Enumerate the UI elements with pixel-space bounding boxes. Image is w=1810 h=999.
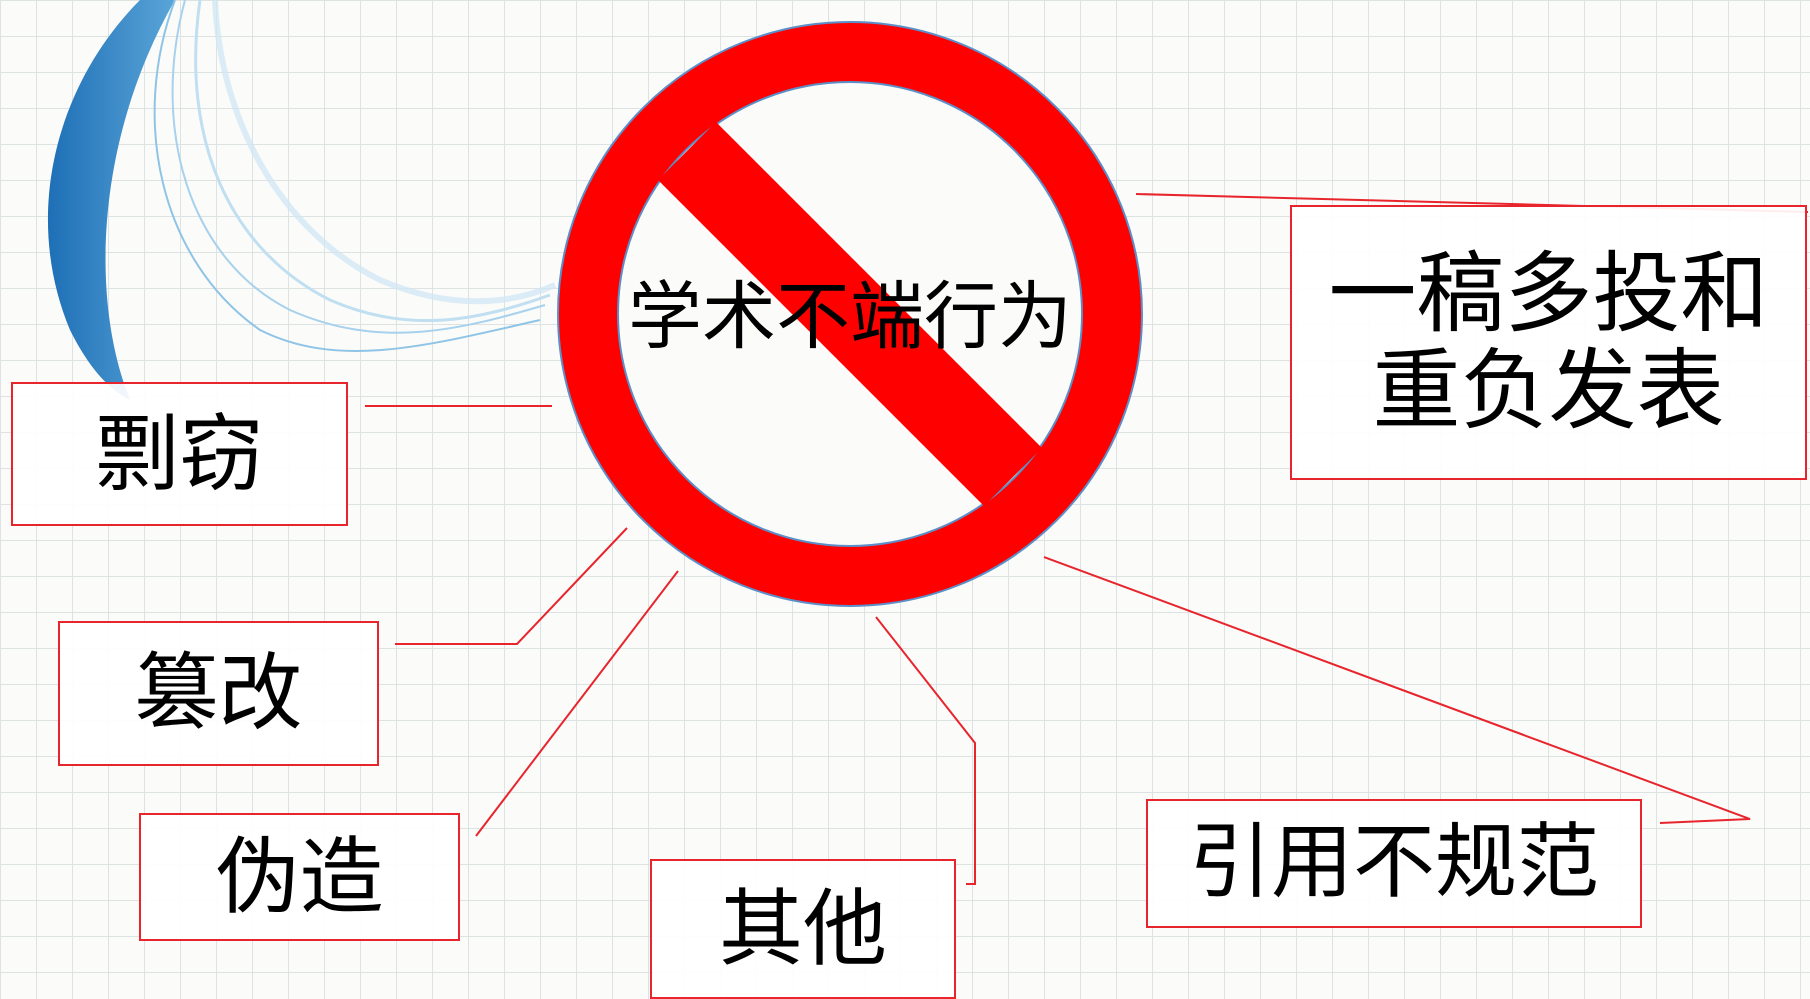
connector-other <box>875 616 976 885</box>
connector-lines <box>365 193 1809 885</box>
category-label-fabrication: 伪造 <box>215 827 384 926</box>
center-label: 学术不端行为 <box>628 274 1072 360</box>
category-box-fabrication: 伪造 <box>139 813 460 941</box>
category-box-plagiarism: 剽窃 <box>11 382 348 526</box>
category-box-tampering: 篡改 <box>58 621 379 766</box>
prohibition-sign-icon <box>557 21 1143 607</box>
category-label-improper-citation: 引用不规范 <box>1188 815 1599 911</box>
category-box-other: 其他 <box>650 859 956 999</box>
category-label-duplicate-line1: 一稿多投和 <box>1328 241 1769 345</box>
category-label-tampering: 篡改 <box>134 644 303 743</box>
category-box-duplicate-submission: 一稿多投和 重负发表 <box>1290 205 1807 480</box>
category-box-improper-citation: 引用不规范 <box>1146 799 1642 928</box>
connector-fabrication <box>475 570 679 837</box>
category-label-plagiarism: 剽窃 <box>95 404 264 503</box>
category-label-other: 其他 <box>718 879 887 978</box>
category-label-duplicate-line2: 重负发表 <box>1372 338 1725 442</box>
decorative-swoosh <box>47 0 557 400</box>
connector-tampering <box>395 527 628 645</box>
connector-citation <box>1043 556 1751 824</box>
